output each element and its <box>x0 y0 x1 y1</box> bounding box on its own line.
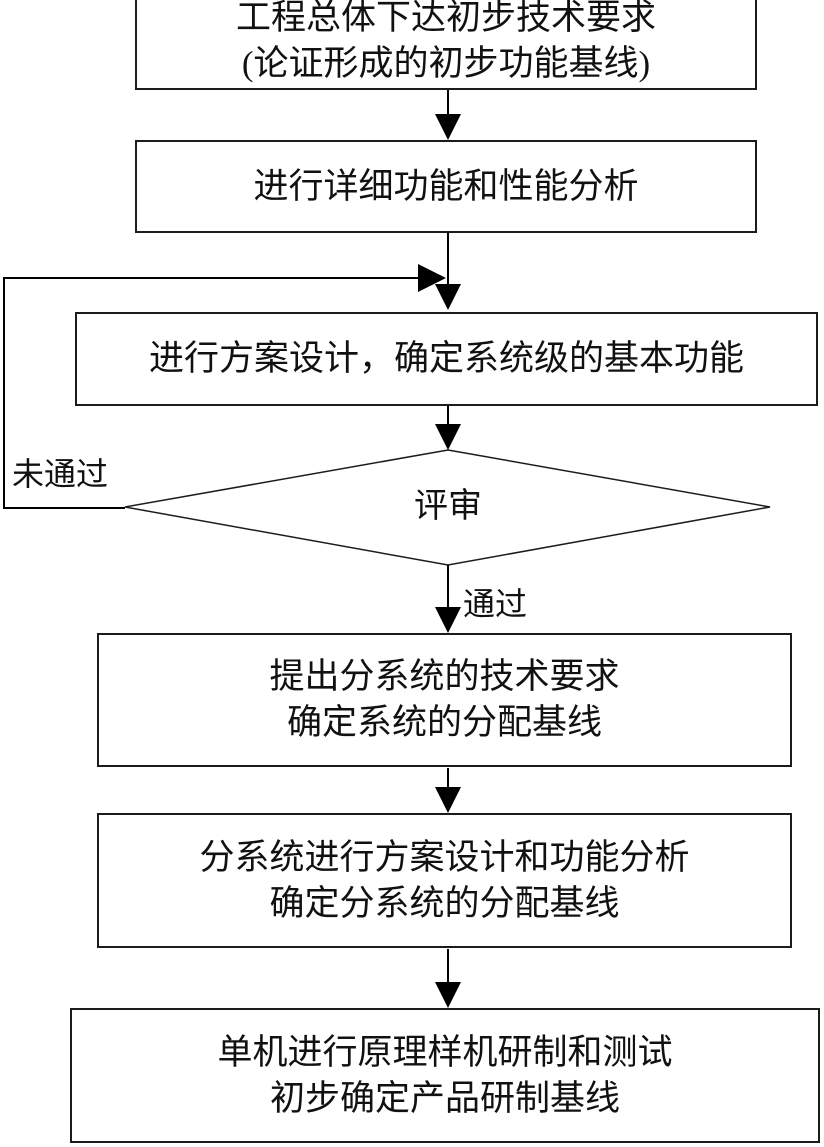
arrowhead-box2-box3 <box>435 284 461 310</box>
box-text-line: 确定分系统的分配基线 <box>269 883 620 923</box>
box-text-line: 分系统进行方案设计和功能分析 <box>199 837 690 877</box>
arrowhead-box3-diamond <box>435 424 461 450</box>
flowchart-box-detailed-function-analysis: 进行详细功能和性能分析 <box>135 140 757 233</box>
flowchart-box-subsystem-scheme-design: 分系统进行方案设计和功能分析 确定分系统的分配基线 <box>97 813 792 948</box>
box-text-line: (论证形成的初步功能基线) <box>241 44 651 83</box>
decision-review-label: 评审 <box>414 488 482 525</box>
edge-label-fail: 未通过 <box>12 456 109 492</box>
box-text-line: 提出分系统的技术要求 <box>269 657 620 696</box>
arrowhead-box4-box5 <box>435 787 461 813</box>
edge-label-pass: 通过 <box>463 586 528 622</box>
flowchart-box-prototype-development: 单机进行原理样机研制和测试 初步确定产品研制基线 <box>70 1008 820 1143</box>
arrowhead-feedback-junction <box>418 264 446 292</box>
feedback-loop-line <box>3 277 420 509</box>
box-text-line: 单机进行原理样机研制和测试 <box>217 1032 673 1072</box>
box-text-line: 工程总体下达初步技术要求 <box>235 0 656 37</box>
box-text-line: 进行方案设计，确定系统级的基本功能 <box>148 339 744 378</box>
box-text-line: 进行详细功能和性能分析 <box>253 166 639 206</box>
box-text-line: 确定系统的分配基线 <box>286 703 602 742</box>
arrowhead-box5-box6 <box>435 982 461 1008</box>
flowchart-box-scheme-design: 进行方案设计，确定系统级的基本功能 <box>75 312 818 406</box>
arrowhead-diamond-box4 <box>435 607 461 633</box>
box-text-line: 初步确定产品研制基线 <box>269 1078 620 1118</box>
flowchart-box-subsystem-requirements: 提出分系统的技术要求 确定系统的分配基线 <box>97 633 792 767</box>
arrowhead-box1-box2 <box>435 114 461 140</box>
flowchart-box-initial-tech-requirements: 工程总体下达初步技术要求 (论证形成的初步功能基线) <box>135 0 757 90</box>
